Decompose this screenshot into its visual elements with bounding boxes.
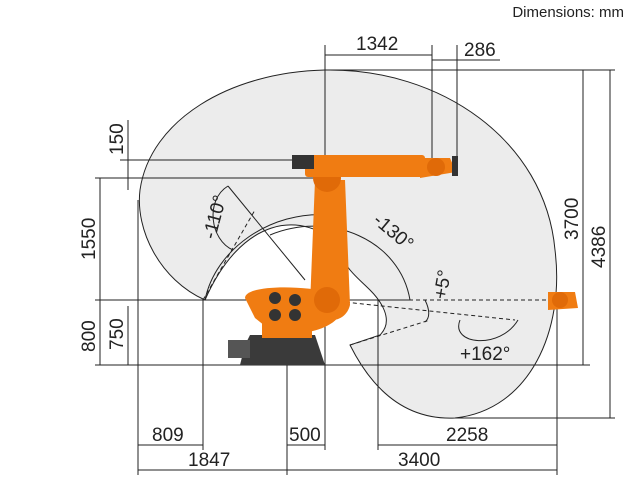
- dim-1550: 1550: [79, 218, 100, 260]
- dim-800: 800: [79, 320, 100, 352]
- dim-4386: 4386: [589, 226, 610, 268]
- dim-1342: 1342: [356, 34, 398, 55]
- inner-arc: [204, 214, 331, 301]
- dim-2258: 2258: [446, 425, 488, 446]
- dim-286: 286: [464, 40, 496, 61]
- robot-base: [240, 335, 325, 365]
- robot-upper-arm: [305, 155, 425, 177]
- dim-150: 150: [107, 123, 128, 155]
- dim-3400: 3400: [398, 450, 440, 471]
- dim-500: 500: [289, 425, 321, 446]
- reference-lines: [95, 45, 615, 475]
- dimension-lines: [99, 54, 611, 471]
- work-envelope: [138, 69, 558, 419]
- dim-1847: 1847: [188, 450, 230, 471]
- angle-plus-5: +5°: [430, 268, 456, 300]
- angle-markers: [202, 185, 555, 346]
- robot-lower-arm: [310, 180, 350, 320]
- angle-plus-162: +162°: [460, 344, 510, 365]
- robot-illustration: [228, 155, 578, 365]
- dim-3700: 3700: [562, 198, 583, 240]
- dim-750: 750: [107, 318, 128, 350]
- units-label: Dimensions: mm: [512, 4, 624, 21]
- dim-809: 809: [152, 425, 184, 446]
